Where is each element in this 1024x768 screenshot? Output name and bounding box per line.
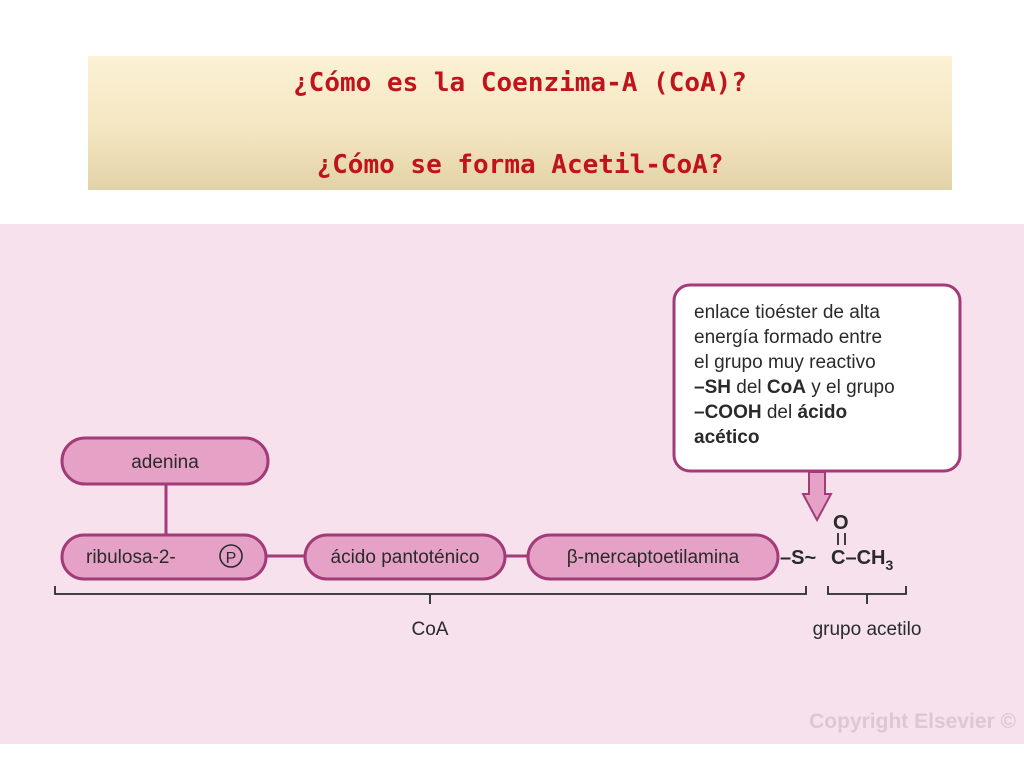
ribose-pill [60,533,268,581]
coa-diagram-svg: adenina ribulosa-2- P ácido pantoténico … [54,283,1017,733]
title-banner: ¿Cómo es la Coenzima-A (CoA)? ¿Cómo se f… [88,56,952,190]
note-line-2: energía formado entre [694,327,882,348]
sulfur-link: –S~ [780,547,816,569]
adenine-label: adenina [131,452,199,473]
title-line-1: ¿Cómo es la Coenzima-A (CoA)? [293,68,747,98]
note-line-3: el grupo muy reactivo [694,352,876,373]
carbonyl-oxygen: O [833,512,849,534]
note-line-5: –COOH del ácido [694,402,847,423]
subscript-three: 3 [885,557,893,573]
phosphate-circle-icon [219,544,243,568]
acetyl-group-label: grupo acetilo [813,619,922,640]
down-arrow-icon [801,471,833,523]
coa-bracket [54,586,807,595]
copyright-watermark: Copyright Elsevier © [809,710,1016,733]
mercapto-label: β-mercaptoetilamina [567,547,740,568]
note-line-4: –SH del CoA y el grupo [694,377,895,398]
thioester-note-box [672,283,962,473]
adenine-pill [60,436,270,486]
note-line-1: enlace tioéster de alta [694,302,880,323]
coa-label: CoA [412,619,449,640]
acetyl-carbon-group: C–CH3 [831,547,893,573]
mercapto-pill [526,533,780,581]
acetyl-carbon-text: C–CH [831,547,885,569]
pantothenic-label: ácido pantoténico [331,547,480,568]
coa-diagram: adenina ribulosa-2- P ácido pantoténico … [0,224,1024,744]
note-line-6: acético [694,427,759,448]
pantothenic-pill [303,533,507,581]
title-line-2: ¿Cómo se forma Acetil-CoA? [316,150,724,180]
ribose-label: ribulosa-2- [86,547,176,568]
phosphate-symbol: P [226,550,237,567]
acetyl-bracket [827,586,907,595]
